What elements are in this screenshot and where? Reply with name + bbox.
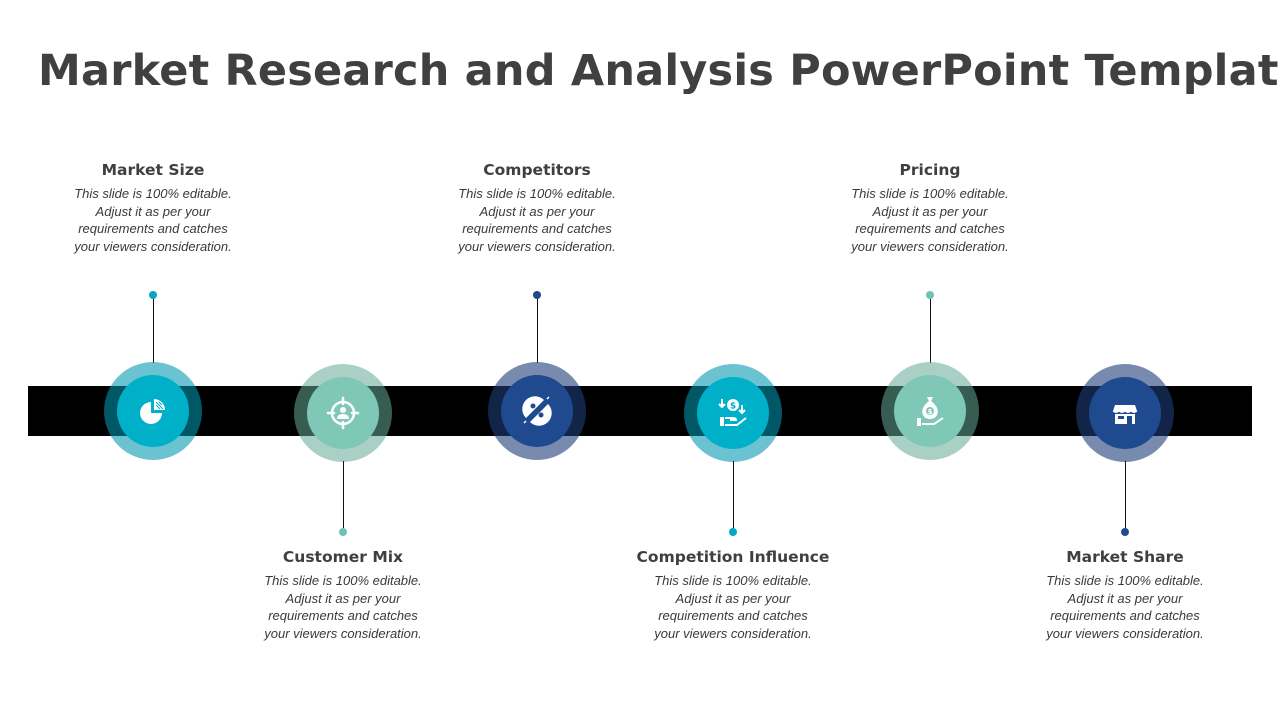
step-label: Market Size This slide is 100% editable.…: [53, 161, 253, 255]
step-label: Customer Mix This slide is 100% editable…: [243, 548, 443, 642]
timeline-bar: [28, 386, 1252, 436]
step-label: Competition Influence This slide is 100%…: [633, 548, 833, 642]
step-label: Pricing This slide is 100% editable. Adj…: [830, 161, 1030, 255]
connector-line: [537, 295, 538, 363]
money-hand-arrows-icon: $: [718, 399, 747, 426]
connector-dot: [926, 291, 934, 299]
slide-title: Market Research and Analysis PowerPoint …: [38, 46, 1280, 96]
connector-line: [1125, 461, 1126, 531]
money-bag-hand-icon: $: [917, 397, 944, 426]
connector-dot: [1121, 528, 1129, 536]
svg-text:$: $: [928, 408, 933, 416]
connector-line: [153, 295, 154, 363]
icon-circle: [1089, 377, 1161, 449]
step-title: Competition Influence: [636, 548, 830, 566]
connector-dot: [339, 528, 347, 536]
icon-circle: $: [697, 377, 769, 449]
step-title: Customer Mix: [282, 548, 404, 566]
icon-circle: [501, 375, 573, 447]
step-label: Market Share This slide is 100% editable…: [1025, 548, 1225, 642]
step-title: Market Share: [1066, 548, 1184, 566]
connector-line: [930, 295, 931, 363]
connector-dot: [149, 291, 157, 299]
icon-circle: $: [894, 375, 966, 447]
svg-text:$: $: [730, 402, 736, 412]
step-description: This slide is 100% editable. Adjust it a…: [458, 186, 616, 254]
icon-circle: [117, 375, 189, 447]
step-title: Market Size: [101, 161, 205, 179]
step-description: This slide is 100% editable. Adjust it a…: [654, 573, 812, 641]
competitors-icon: [522, 396, 552, 426]
pie-chart-icon: [140, 399, 165, 424]
storefront-icon: [1112, 405, 1138, 424]
step-description: This slide is 100% editable. Adjust it a…: [264, 573, 422, 641]
connector-line: [343, 461, 344, 531]
step-description: This slide is 100% editable. Adjust it a…: [74, 186, 232, 254]
step-title: Competitors: [483, 161, 591, 179]
step-label: Competitors This slide is 100% editable.…: [437, 161, 637, 255]
connector-dot: [729, 528, 737, 536]
step-title: Pricing: [899, 161, 961, 179]
connector-dot: [533, 291, 541, 299]
icon-circle: [307, 377, 379, 449]
connector-line: [733, 461, 734, 531]
target-user-icon: [326, 396, 360, 430]
step-description: This slide is 100% editable. Adjust it a…: [1046, 573, 1204, 641]
step-description: This slide is 100% editable. Adjust it a…: [851, 186, 1009, 254]
